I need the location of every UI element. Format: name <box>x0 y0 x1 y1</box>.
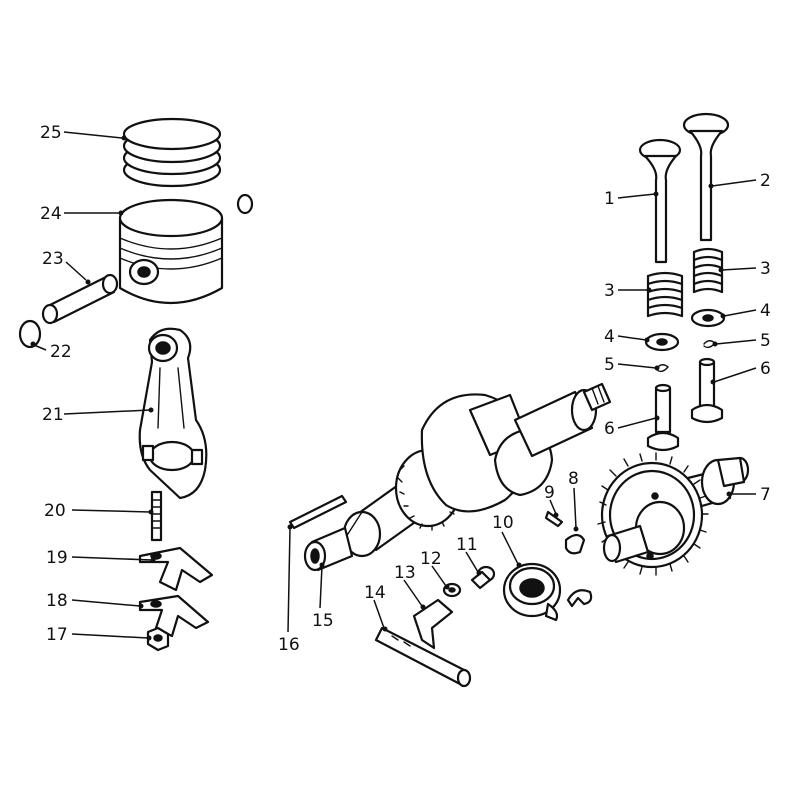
rod-bolt <box>150 490 163 542</box>
callout-3-right: 3 <box>760 259 771 279</box>
callout-6-right: 6 <box>760 359 771 379</box>
tappet-left <box>646 383 680 452</box>
connecting-rod <box>138 327 208 500</box>
governor-gear <box>502 562 562 622</box>
callout-1: 1 <box>604 189 615 209</box>
callout-4-left: 4 <box>604 327 615 347</box>
leader-lines <box>30 131 757 641</box>
piston-pin-clip-right <box>236 193 254 215</box>
crank-key <box>288 494 348 530</box>
callout-24: 24 <box>40 204 62 224</box>
governor-arm <box>374 598 472 688</box>
intake-valve <box>638 138 682 264</box>
rod-nut <box>146 626 170 652</box>
callout-13: 13 <box>394 563 416 583</box>
valve-keeper-left <box>656 364 669 373</box>
callout-3-left: 3 <box>604 281 615 301</box>
callout-21: 21 <box>42 405 64 425</box>
callout-18: 18 <box>46 591 68 611</box>
piston-pin <box>41 273 119 325</box>
callout-14: 14 <box>364 583 386 603</box>
valve-spring-left <box>646 271 684 318</box>
callout-numbers: 25 24 23 22 21 20 19 18 17 1 2 3 3 4 4 5… <box>40 123 771 655</box>
exhaust-valve <box>682 112 730 242</box>
callout-6-left: 6 <box>604 419 615 439</box>
spring-retainer-left <box>644 332 680 352</box>
tappet-right <box>690 357 724 424</box>
piston <box>118 198 224 304</box>
callout-17: 17 <box>46 625 68 645</box>
valve-spring-right <box>692 247 724 294</box>
governor-bolt <box>470 565 496 590</box>
callout-9: 9 <box>544 483 555 503</box>
governor-pin <box>544 510 564 528</box>
callout-16: 16 <box>278 635 300 655</box>
callout-8: 8 <box>568 469 579 489</box>
callout-10: 10 <box>492 513 514 533</box>
piston-rings <box>122 117 222 188</box>
callout-12: 12 <box>420 549 442 569</box>
callout-15: 15 <box>312 611 334 631</box>
callout-23: 23 <box>42 249 64 269</box>
spring-retainer-right <box>690 308 726 328</box>
callout-20: 20 <box>44 501 66 521</box>
callout-4-right: 4 <box>760 301 771 321</box>
callout-25: 25 <box>40 123 62 143</box>
camshaft <box>597 452 750 576</box>
callout-5-left: 5 <box>604 355 615 375</box>
crank-spacer <box>303 526 354 572</box>
callout-19: 19 <box>46 548 68 568</box>
callout-11: 11 <box>456 535 478 555</box>
crankshaft <box>342 382 612 558</box>
callout-2: 2 <box>760 171 771 191</box>
lock-plate-upper <box>138 546 214 592</box>
callout-22: 22 <box>50 342 72 362</box>
callout-5-right: 5 <box>760 331 771 351</box>
callout-7: 7 <box>760 485 771 505</box>
piston-pin-clip-left <box>18 319 42 349</box>
governor-clip <box>564 533 593 608</box>
